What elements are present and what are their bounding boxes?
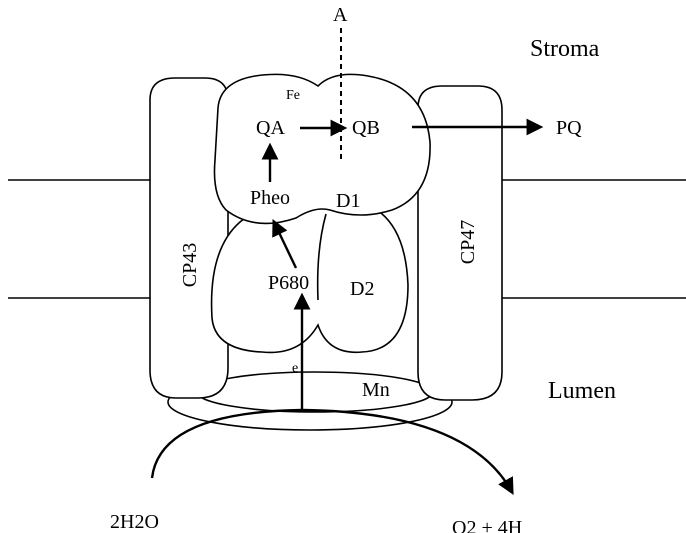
pq-label: PQ [556, 117, 582, 139]
stroma-label: Stroma [530, 36, 600, 62]
base-inner-oval [197, 372, 433, 412]
water-label: 2H2O [110, 511, 159, 533]
electron-label: e [292, 361, 298, 376]
qa-label: QA [256, 117, 285, 139]
qb-label: QB [352, 117, 380, 139]
pheo-label: Pheo [250, 187, 290, 209]
d1-subunit [214, 74, 430, 223]
mn-label: Mn [362, 379, 390, 401]
products-label: O2 + 4H [452, 517, 522, 533]
d1-label: D1 [336, 190, 360, 212]
p680-label: P680 [268, 272, 309, 294]
lumen-label: Lumen [548, 378, 616, 404]
d2-label: D2 [350, 278, 374, 300]
cp43-label: CP43 [179, 243, 201, 287]
fe-label: Fe [286, 88, 300, 103]
d2-subunit [212, 199, 408, 352]
acceptor-a-label: A [333, 4, 348, 26]
cp47-label: CP47 [457, 220, 479, 264]
